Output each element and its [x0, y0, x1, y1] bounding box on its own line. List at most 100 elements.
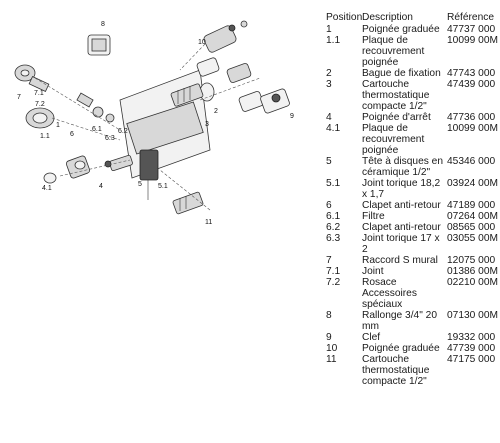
cell-reference: 47439 000	[447, 79, 496, 90]
callout-6-3: 6.3	[105, 135, 115, 142]
cell-position: 5	[326, 156, 332, 167]
part-7-s-union	[14, 64, 50, 92]
table-row: 1 Poignée graduée 47737 000	[326, 24, 500, 35]
callout-1: 1	[56, 122, 60, 129]
callout-8: 8	[101, 21, 105, 28]
part-3-cartridge	[170, 83, 204, 107]
cell-reference: 47743 000	[447, 68, 496, 79]
cell-position: 6.3	[326, 233, 341, 244]
callout-7-2: 7.2	[35, 101, 45, 108]
cell-position: 6.1	[326, 211, 341, 222]
table-row: 11 Cartouche thermostatique compacte 1/2"…	[326, 354, 500, 387]
cell-position: 6.2	[326, 222, 341, 233]
cell-reference: 47175 000	[447, 354, 496, 365]
callout-10: 10	[198, 39, 206, 46]
cell-description: Cartouche thermostatique compacte 1/2"	[362, 79, 430, 112]
cell-description: Plaque de recouvrement poignée	[362, 123, 425, 156]
cell-reference: 47736 000	[447, 112, 496, 123]
callout-6-1: 6.1	[92, 126, 102, 133]
table-row: 7 Raccord S mural 12075 000	[326, 255, 500, 266]
cell-description: Joint	[362, 266, 384, 277]
cell-position: 11	[326, 354, 337, 365]
table-row: Accessoires spéciaux	[326, 288, 500, 310]
cell-position: 5.1	[326, 178, 341, 189]
callout-7-1: 7.1	[34, 90, 44, 97]
table-row: 3 Cartouche thermostatique compacte 1/2" 4…	[326, 79, 500, 112]
cell-position: 10	[326, 343, 338, 354]
part-5-ceramic-head	[104, 154, 133, 172]
part-1-handle	[25, 107, 55, 129]
exploded-diagram: 7 7.1 7.2 8 6 6.1 6.2 6.3 1 1.1 10 2 3 9…	[14, 20, 294, 226]
cell-reference: 10099 00M	[447, 35, 498, 46]
cell-position: 3	[326, 79, 332, 90]
cell-description: Joint torique 18,2 x 1,7	[362, 178, 441, 200]
cell-reference: 47739 000	[447, 343, 496, 354]
cell-reference: 02210 00M	[447, 277, 498, 288]
header-reference: Référence	[447, 12, 495, 23]
cell-description: Clapet anti-retour	[362, 200, 441, 211]
part-8-extension	[87, 34, 111, 56]
callout-5: 5	[138, 181, 142, 188]
table-row: 5.1 Joint torique 18,2 x 1,7 03924 00M	[326, 178, 500, 200]
cell-position: 8	[326, 310, 332, 321]
cell-position: 1.1	[326, 35, 341, 46]
callout-6-2: 6.2	[118, 128, 128, 135]
callout-5-1: 5.1	[158, 183, 168, 190]
cell-description: Cartouche thermostatique compacte 1/2"	[362, 354, 430, 387]
table-row: 8 Rallonge 3/4" 20 mm 07130 00M	[326, 310, 500, 332]
cell-description: Plaque de recouvrement poignée	[362, 35, 425, 68]
cell-description: Rosace	[362, 277, 397, 288]
callout-11: 11	[205, 219, 212, 226]
table-row: 9 Clef 19332 000	[326, 332, 500, 343]
cell-position: 4	[326, 112, 332, 123]
cell-description: Bague de fixation	[362, 68, 441, 79]
cell-reference: 47189 000	[447, 200, 496, 211]
cell-reference: 12075 000	[447, 255, 496, 266]
cell-description: Raccord S mural	[362, 255, 438, 266]
cell-reference: 07264 00M	[447, 211, 498, 222]
cell-reference: 03055 00M	[447, 233, 498, 244]
table-row: 10 Poignée graduée 47739 000	[326, 343, 500, 354]
part-11-cartridge	[172, 191, 204, 215]
part-10-handle	[203, 20, 248, 53]
cell-description: Poignée graduée	[362, 24, 440, 35]
cell-position: 1	[326, 24, 332, 35]
cell-position: 9	[326, 332, 332, 343]
header-description: Description	[362, 12, 413, 23]
part-10-accessories	[196, 57, 264, 112]
cell-reference: 45346 000	[447, 156, 496, 167]
cell-description: Poignée graduée	[362, 343, 440, 354]
cell-description: Tête à disques en céramique 1/2"	[362, 156, 443, 178]
table-row: 6 Clapet anti-retour 47189 000	[326, 200, 500, 211]
cell-position: 2	[326, 68, 332, 79]
callout-9: 9	[290, 113, 294, 120]
callout-4-1: 4.1	[42, 185, 52, 192]
cell-position	[326, 288, 362, 310]
cell-position: 7	[326, 255, 332, 266]
cell-reference	[447, 288, 500, 310]
callout-3: 3	[205, 121, 209, 128]
cell-reference: 03924 00M	[447, 178, 498, 189]
cell-description: Clef	[362, 332, 381, 343]
part-9-key	[260, 88, 290, 114]
cell-description: Accessoires spéciaux	[362, 288, 417, 310]
cell-description: Rallonge 3/4" 20 mm	[362, 310, 437, 332]
cell-position: 6	[326, 200, 332, 211]
cell-reference: 19332 000	[447, 332, 496, 343]
part-6-check-valve	[76, 92, 115, 123]
cell-description: Poignée d'arrêt	[362, 112, 431, 123]
cell-position: 4.1	[326, 123, 341, 134]
cell-reference: 07130 00M	[447, 310, 498, 321]
callout-2: 2	[214, 108, 218, 115]
header-position: Position	[326, 12, 363, 23]
table-row: 1.1 Plaque de recouvrement poignée 10099 0…	[326, 35, 500, 68]
table-row: 5 Tête à disques en céramique 1/2" 45346 0…	[326, 156, 500, 178]
cell-reference: 47737 000	[447, 24, 496, 35]
